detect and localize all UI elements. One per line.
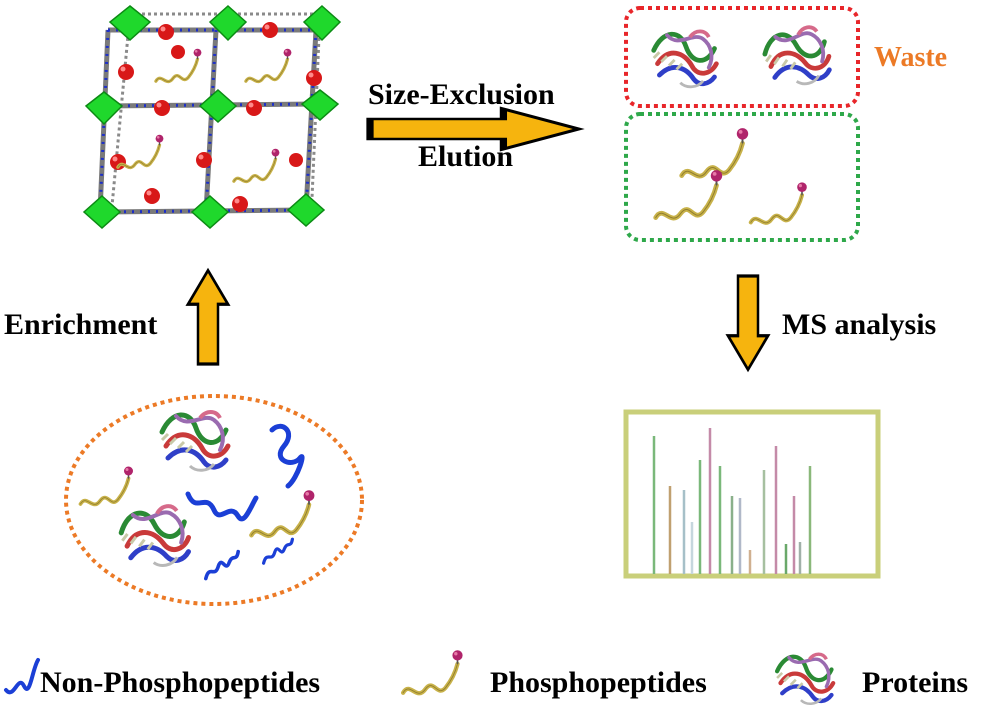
protein-ribbon-icon	[118, 504, 191, 571]
mof-framework-icon	[82, 4, 342, 230]
waste-box	[624, 6, 860, 108]
spectrum-peaks	[652, 428, 812, 574]
size-exclusion-label: Size-Exclusion	[368, 78, 555, 111]
legend-proteins: Proteins	[862, 666, 968, 699]
legend-non-phosphopeptides: Non-Phosphopeptides	[40, 666, 320, 699]
ms-analysis-label: MS analysis	[782, 308, 936, 341]
enrichment-label: Enrichment	[4, 308, 157, 341]
mass-spectrum-icon	[623, 409, 881, 579]
protein-ribbon-icon	[762, 25, 833, 90]
sample-mixture-oval	[64, 394, 364, 606]
enrichment-arrow	[186, 268, 230, 366]
phosphopeptide-icon	[78, 464, 135, 507]
non-phosphopeptide-icon	[262, 537, 294, 565]
legend-phosphopeptides: Phosphopeptides	[490, 666, 707, 699]
phosphopeptide-icon	[251, 490, 314, 536]
elution-label: Elution	[418, 140, 513, 173]
waste-label: Waste	[874, 42, 947, 73]
protein-ribbon-icon	[162, 412, 228, 470]
non-phosphopeptide-icon	[185, 491, 259, 522]
phosphopeptide-icon	[656, 170, 723, 218]
non-phosphopeptide-icon	[204, 549, 240, 581]
legend-phosphopeptide-icon	[403, 650, 463, 693]
legend-non-phosphopeptide-icon	[4, 658, 40, 695]
legend: Non-Phosphopeptides Phosphopeptides Prot…	[4, 650, 968, 704]
protein-ribbon-icon	[654, 31, 717, 86]
phosphopeptide-icon	[682, 128, 749, 176]
ms-analysis-arrow	[726, 274, 770, 372]
phosphopeptide-box	[624, 112, 860, 242]
non-phosphopeptide-icon	[269, 423, 305, 489]
phosphopeptide-icon	[751, 182, 807, 222]
legend-protein-icon	[777, 654, 833, 704]
